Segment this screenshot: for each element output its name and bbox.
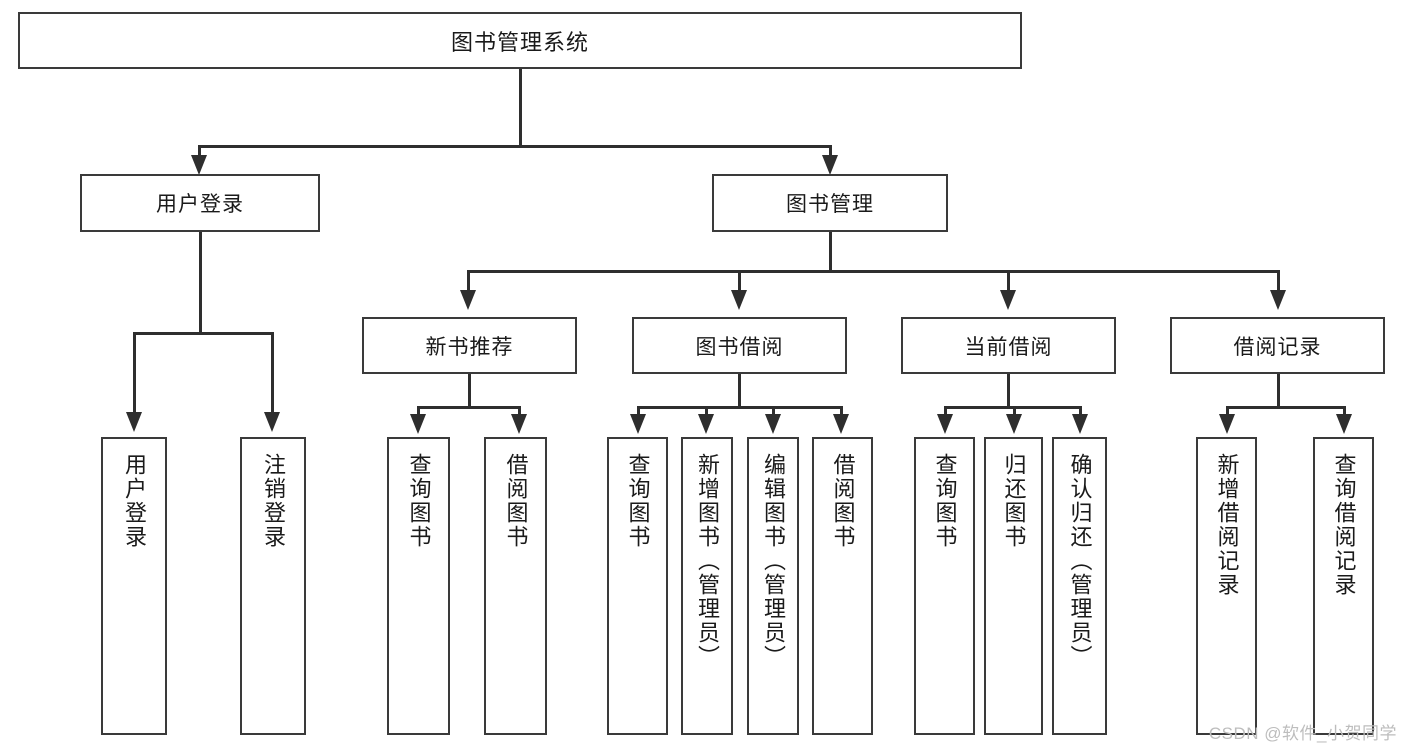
connector-current-bar [944,406,1081,409]
node-book-borrow[interactable]: 图书借阅 [632,317,847,374]
connector-record-to-leaf1 [1226,406,1229,420]
arrow-current-to-leaf1 [937,414,953,434]
connector-borrow-bar [637,406,843,409]
connector-borrow-stem [738,374,741,408]
connector-borrow-to-leaf4 [840,406,843,420]
arrow-newbook-to-leaf1 [410,414,426,434]
arrow-borrow-to-leaf3 [765,414,781,434]
connector-bookmgmt-stem [829,232,832,272]
node-book-management[interactable]: 图书管理 [712,174,948,232]
connector-bookmgmt-to-record [1277,270,1280,292]
leaf-add-borrow-record[interactable]: 新增借阅记录 [1196,437,1257,735]
connector-newbook-to-leaf1 [417,406,420,420]
connector-login-to-leaf2 [271,332,274,414]
connector-bookmgmt-bar [467,270,1277,273]
arrow-bookmgmt-to-newbook [460,290,476,310]
leaf-label: 用户登录 [121,453,147,549]
leaf-label: 查询图书 [625,453,651,549]
arrow-borrow-to-leaf4 [833,414,849,434]
leaf-query-book-borrow[interactable]: 查询图书 [607,437,668,735]
node-borrow-record[interactable]: 借阅记录 [1170,317,1385,374]
arrow-bookmgmt-to-record [1270,290,1286,310]
connector-bookmgmt-to-current [1007,270,1010,292]
leaf-logout[interactable]: 注销登录 [240,437,306,735]
leaf-label: 注销登录 [260,453,286,549]
arrow-record-to-leaf1 [1219,414,1235,434]
connector-newbook-bar [417,406,521,409]
connector-borrow-to-leaf2 [705,406,708,420]
connector-borrow-to-leaf3 [772,406,775,420]
leaf-confirm-return-admin[interactable]: 确认归还（管理员） [1052,437,1107,735]
leaf-label: 查询图书 [406,453,432,549]
leaf-user-login[interactable]: 用户登录 [101,437,167,735]
connector-login-bar [133,332,273,335]
connector-login-stem [199,232,202,334]
leaf-label: 新增图书（管理员） [694,453,720,669]
leaf-return-book[interactable]: 归还图书 [984,437,1043,735]
leaf-query-borrow-record[interactable]: 查询借阅记录 [1313,437,1374,735]
connector-newbook-to-leaf2 [518,406,521,420]
arrow-current-to-leaf2 [1006,414,1022,434]
connector-root-to-login [198,145,201,159]
leaf-label: 新增借阅记录 [1214,453,1240,597]
leaf-label: 编辑图书（管理员） [760,453,786,669]
leaf-label: 查询借阅记录 [1331,453,1357,597]
connector-borrow-to-leaf1 [637,406,640,420]
arrow-newbook-to-leaf2 [511,414,527,434]
leaf-edit-book-admin[interactable]: 编辑图书（管理员） [747,437,799,735]
leaf-borrow-book[interactable]: 借阅图书 [812,437,873,735]
connector-current-stem [1007,374,1010,408]
connector-current-to-leaf2 [1013,406,1016,420]
arrow-login-to-leaf2 [264,412,280,432]
node-root-system[interactable]: 图书管理系统 [18,12,1022,69]
leaf-label: 归还图书 [1001,453,1027,549]
connector-current-to-leaf1 [944,406,947,420]
connector-record-to-leaf2 [1343,406,1346,420]
node-user-login[interactable]: 用户登录 [80,174,320,232]
arrow-root-to-login [191,155,207,175]
connector-newbook-stem [468,374,471,408]
connector-bookmgmt-to-newbook [467,270,470,292]
arrow-bookmgmt-to-current [1000,290,1016,310]
node-label: 借阅记录 [1233,335,1322,359]
leaf-label: 查询图书 [932,453,958,549]
leaf-add-book-admin[interactable]: 新增图书（管理员） [681,437,733,735]
node-label: 当前借阅 [964,335,1053,359]
connector-current-to-leaf3 [1079,406,1082,420]
connector-record-bar [1226,406,1345,409]
node-label: 用户登录 [156,193,244,216]
connector-login-to-leaf1 [133,332,136,414]
arrow-current-to-leaf3 [1072,414,1088,434]
node-label: 图书管理 [786,193,874,216]
connector-root-to-bookmgmt [829,145,832,159]
connector-root-bar [198,145,832,148]
leaf-label: 借阅图书 [503,453,529,549]
arrow-root-to-bookmgmt [822,155,838,175]
leaf-query-book-current[interactable]: 查询图书 [914,437,975,735]
leaf-query-book-recommend[interactable]: 查询图书 [387,437,450,735]
connector-record-stem [1277,374,1280,408]
arrow-borrow-to-leaf1 [630,414,646,434]
node-new-book-recommend[interactable]: 新书推荐 [362,317,577,374]
arrow-borrow-to-leaf2 [698,414,714,434]
node-label: 图书借阅 [695,335,784,359]
node-current-borrow[interactable]: 当前借阅 [901,317,1116,374]
connector-root-stem [519,69,522,147]
leaf-borrow-book-recommend[interactable]: 借阅图书 [484,437,547,735]
arrow-record-to-leaf2 [1336,414,1352,434]
connector-bookmgmt-to-borrow [738,270,741,292]
leaf-label: 确认归还（管理员） [1067,453,1093,669]
leaf-label: 借阅图书 [830,453,856,549]
arrow-login-to-leaf1 [126,412,142,432]
arrow-bookmgmt-to-borrow [731,290,747,310]
node-label: 新书推荐 [425,335,514,359]
node-label: 图书管理系统 [450,29,589,55]
